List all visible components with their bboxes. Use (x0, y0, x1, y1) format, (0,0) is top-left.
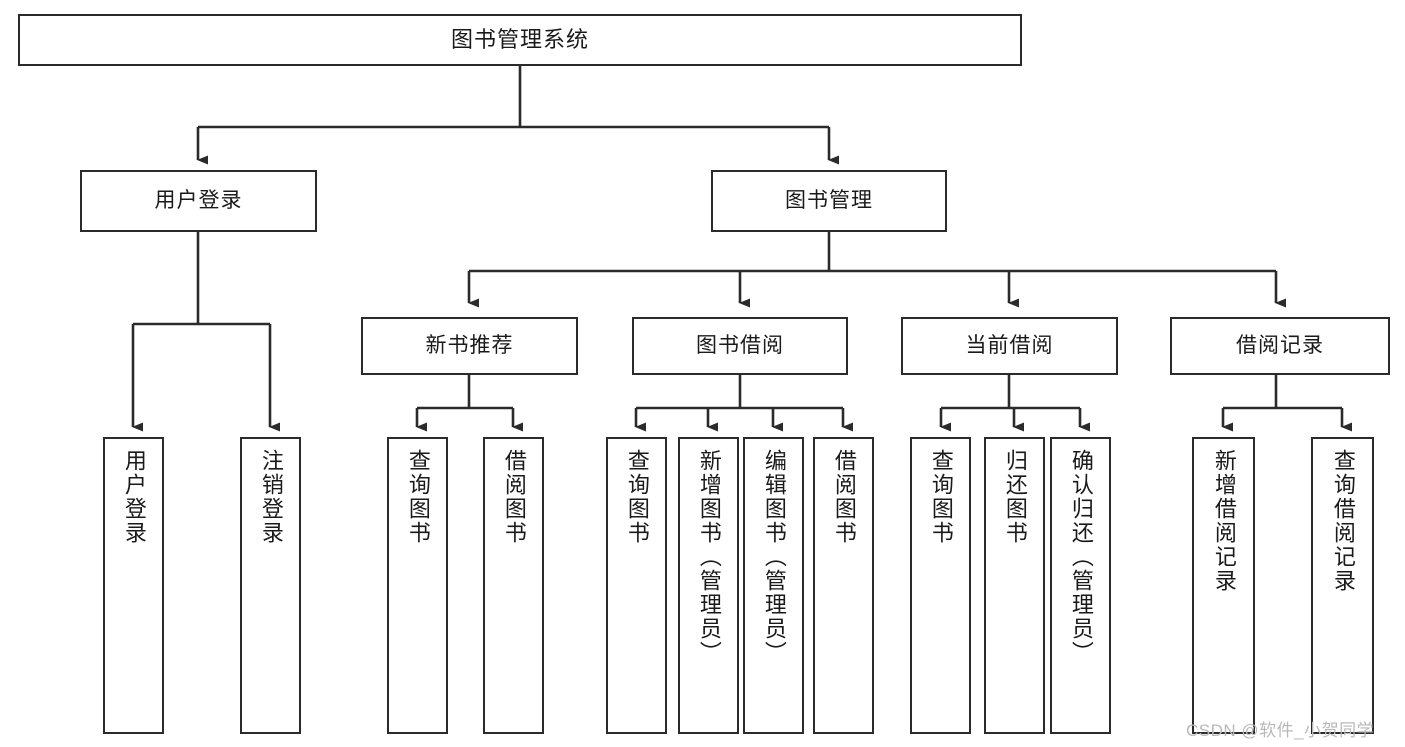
node-label: 当前借阅 (965, 334, 1054, 358)
node-label: 编辑图书（管理员） (761, 449, 787, 665)
node-label: 借阅图书 (501, 449, 527, 545)
node-label: 图书借阅 (696, 334, 784, 358)
node-user-login[interactable]: 用户登录 (80, 170, 317, 232)
node-book-borrow[interactable]: 图书借阅 (632, 317, 848, 375)
node-label: 确认归还（管理员） (1068, 449, 1094, 665)
node-label: 查询借阅记录 (1330, 449, 1356, 593)
leaf-logout-login[interactable]: 注销登录 (240, 437, 301, 734)
node-label: 查询图书 (624, 449, 650, 545)
leaf-query-book-1[interactable]: 查询图书 (387, 437, 448, 734)
leaf-add-book[interactable]: 新增图书（管理员） (678, 437, 739, 734)
node-label: 归还图书 (1002, 449, 1028, 545)
node-new-book-recommend[interactable]: 新书推荐 (361, 317, 578, 375)
leaf-query-book-2[interactable]: 查询图书 (606, 437, 667, 734)
leaf-borrow-book-2[interactable]: 借阅图书 (813, 437, 874, 734)
leaf-borrow-book-1[interactable]: 借阅图书 (483, 437, 544, 734)
node-label: 图书管理系统 (450, 26, 589, 52)
node-root-system[interactable]: 图书管理系统 (18, 14, 1022, 66)
leaf-query-record[interactable]: 查询借阅记录 (1311, 437, 1374, 734)
leaf-confirm-return[interactable]: 确认归还（管理员） (1050, 437, 1111, 734)
node-label: 新增借阅记录 (1211, 449, 1237, 593)
node-label: 新增图书（管理员） (696, 449, 722, 665)
node-label: 查询图书 (928, 449, 954, 545)
leaf-add-record[interactable]: 新增借阅记录 (1192, 437, 1255, 734)
node-label: 用户登录 (121, 449, 147, 545)
leaf-query-book-3[interactable]: 查询图书 (910, 437, 971, 734)
node-label: 注销登录 (258, 449, 284, 545)
node-label: 借阅图书 (831, 449, 857, 545)
leaf-edit-book[interactable]: 编辑图书（管理员） (743, 437, 804, 734)
node-label: 用户登录 (154, 189, 243, 213)
node-current-borrow[interactable]: 当前借阅 (901, 317, 1118, 375)
node-borrow-record[interactable]: 借阅记录 (1170, 317, 1390, 375)
leaf-return-book[interactable]: 归还图书 (984, 437, 1045, 734)
node-book-manage[interactable]: 图书管理 (711, 170, 947, 232)
node-label: 借阅记录 (1236, 334, 1324, 358)
node-label: 新书推荐 (425, 334, 514, 358)
node-label: 图书管理 (785, 189, 873, 213)
leaf-user-login[interactable]: 用户登录 (103, 437, 164, 734)
node-label: 查询图书 (405, 449, 431, 545)
